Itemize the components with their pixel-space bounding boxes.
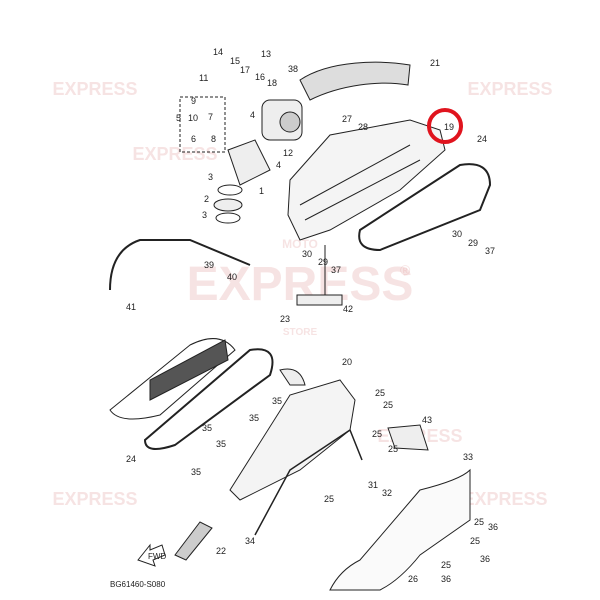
part-label-30: 30: [302, 249, 312, 259]
part-label-35: 35: [191, 467, 201, 477]
part-label-25: 25: [388, 444, 398, 454]
hose: [109, 239, 251, 291]
part-label-38: 38: [288, 64, 298, 74]
part-label-21: 21: [430, 58, 440, 68]
watermark-logo: EXPRESS: [462, 489, 547, 509]
o-ring: [217, 184, 243, 196]
part-label-43: 43: [422, 415, 432, 425]
part-label-37: 37: [331, 265, 341, 275]
watermark-top: MOTO: [282, 237, 318, 251]
cover: [329, 468, 471, 591]
part-label-31: 31: [368, 480, 378, 490]
part-label-10: 10: [188, 113, 198, 123]
part-label-6: 6: [191, 134, 196, 144]
part-label-35: 35: [216, 439, 226, 449]
part-label-32: 32: [382, 488, 392, 498]
part-label-20: 20: [342, 357, 352, 367]
part-label-19: 19: [444, 122, 454, 132]
part-label-29: 29: [468, 238, 478, 248]
air-cleaner-case: [287, 119, 446, 241]
part-drawings: [109, 61, 492, 591]
part-label-25: 25: [372, 429, 382, 439]
part-label-41: 41: [126, 302, 136, 312]
part-label-23: 23: [280, 314, 290, 324]
part-label-13: 13: [261, 49, 271, 59]
part-label-1: 1: [259, 186, 264, 196]
watermark-logo: EXPRESS: [467, 79, 552, 99]
part-label-30: 30: [452, 229, 462, 239]
part-label-25: 25: [474, 517, 484, 527]
part-label-14: 14: [213, 47, 223, 57]
part-label-35: 35: [202, 423, 212, 433]
sub-assembly-box: [179, 96, 226, 153]
part-label-36: 36: [480, 554, 490, 564]
gasket: [213, 198, 243, 212]
watermark-logo: EXPRESS: [52, 79, 137, 99]
part-42: [296, 294, 343, 306]
part-label-24: 24: [477, 134, 487, 144]
part-label-40: 40: [227, 272, 237, 282]
watermark-registered: ®: [400, 262, 411, 278]
tube: [254, 428, 363, 536]
part-cap: [279, 368, 306, 386]
throttle-body-bore: [279, 111, 301, 133]
part-label-16: 16: [255, 72, 265, 82]
part-label-25: 25: [470, 536, 480, 546]
part-label-11: 11: [199, 73, 208, 83]
part-label-4: 4: [250, 110, 255, 120]
part-label-37: 37: [485, 246, 495, 256]
part-label-25: 25: [324, 494, 334, 504]
part-label-33: 33: [463, 452, 473, 462]
fwd-arrow-icon: [137, 543, 166, 567]
air-filter-element: [149, 339, 229, 401]
part-label-34: 34: [245, 536, 255, 546]
part-label-35: 35: [272, 396, 282, 406]
funnel: [174, 521, 213, 561]
part-label-5: 5: [176, 113, 181, 123]
part-label-15: 15: [230, 56, 240, 66]
fwd-label: FWD: [148, 552, 166, 561]
part-label-26: 26: [408, 574, 418, 584]
part-label-8: 8: [211, 134, 216, 144]
part-label-35: 35: [249, 413, 259, 423]
diagram-code: BG61460-S080: [110, 580, 166, 589]
part-label-7: 7: [208, 112, 213, 122]
part-label-9: 9: [191, 96, 196, 106]
air-cleaner-case-lower: [229, 379, 356, 501]
case-ribs: [299, 144, 421, 221]
part-label-25: 25: [383, 400, 393, 410]
part-label-28: 28: [358, 122, 368, 132]
watermark-logo: EXPRESS: [132, 144, 217, 164]
part-label-17: 17: [240, 65, 250, 75]
joint: [227, 139, 271, 186]
part-label-29: 29: [318, 257, 328, 267]
gasket: [143, 348, 274, 450]
part-label-3: 3: [208, 172, 213, 182]
part-label-36: 36: [441, 574, 451, 584]
highlight-circle: [427, 108, 463, 144]
part-label-2: 2: [204, 194, 209, 204]
part-label-27: 27: [342, 114, 352, 124]
part-label-25: 25: [441, 560, 451, 570]
part-label-18: 18: [267, 78, 277, 88]
o-ring: [215, 212, 241, 224]
intake-duct: [299, 61, 411, 101]
part-label-4: 4: [276, 160, 281, 170]
part-label-25: 25: [375, 388, 385, 398]
part-label-22: 22: [216, 546, 226, 556]
watermark-bottom: STORE: [283, 327, 318, 338]
part-43: [387, 424, 429, 451]
watermark-logo: EXPRESS: [52, 489, 137, 509]
part-label-42: 42: [343, 304, 353, 314]
part-label-3: 3: [202, 210, 207, 220]
part-label-36: 36: [488, 522, 498, 532]
gasket: [358, 163, 492, 252]
part-label-39: 39: [204, 260, 214, 270]
part-label-24: 24: [126, 454, 136, 464]
part-label-12: 12: [283, 148, 293, 158]
